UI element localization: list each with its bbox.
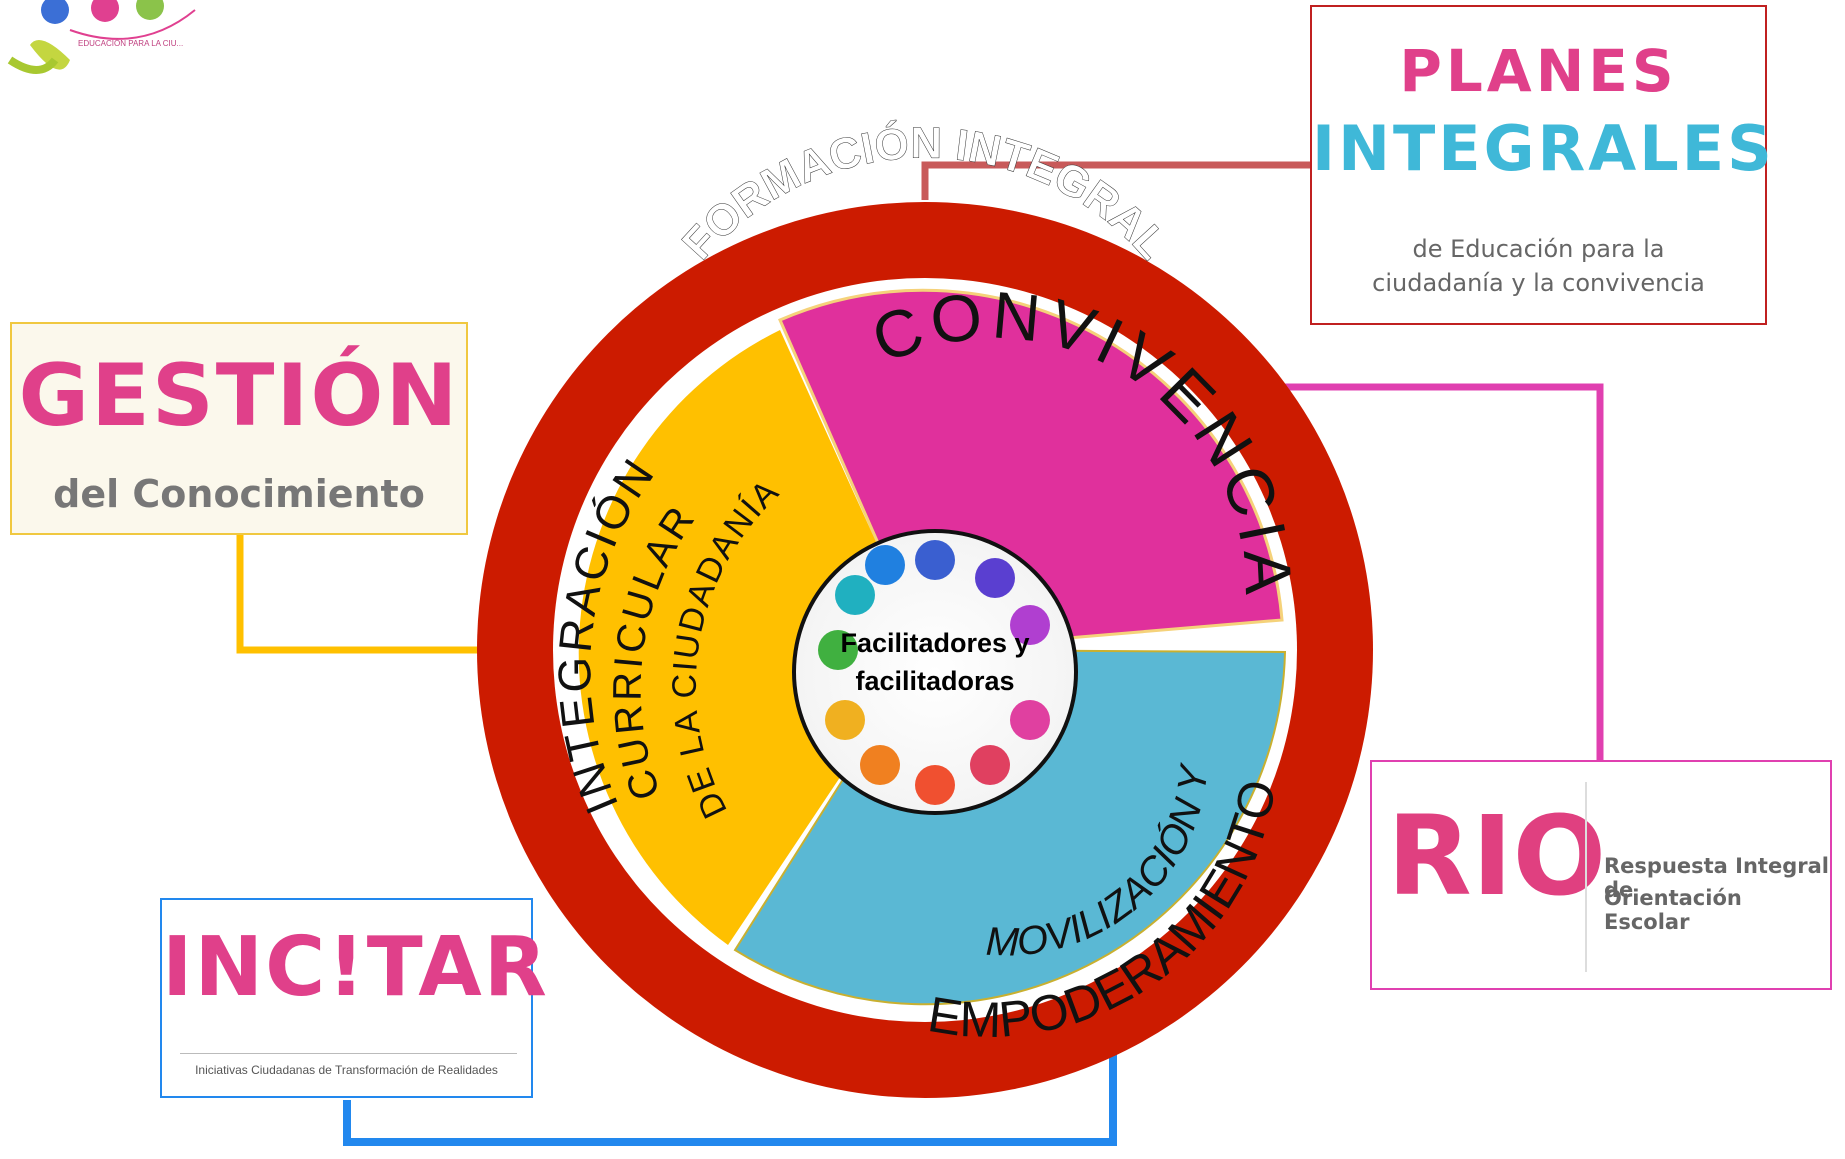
planes-title-line1: PLANES bbox=[1399, 37, 1678, 105]
people-ring-icon bbox=[818, 540, 1050, 805]
planes-connector bbox=[921, 161, 1315, 200]
segment-integracion bbox=[578, 330, 925, 945]
planes-integrales-card[interactable]: PLANES INTEGRALES de Educación para la c… bbox=[1310, 5, 1775, 325]
planes-subtitle-line2: ciudadanía y la convivencia bbox=[1372, 269, 1705, 297]
gestion-subtitle: del Conocimiento bbox=[53, 472, 425, 516]
incitar-divider bbox=[180, 1053, 517, 1054]
center-label-line2: facilitadoras bbox=[855, 666, 1014, 696]
top-logo: EDUCACIÓN PARA LA CIU... bbox=[7, 0, 196, 74]
incitar-subtitle: Iniciativas Ciudadanas de Transformación… bbox=[195, 1063, 498, 1077]
rio-divider bbox=[1585, 782, 1587, 972]
planes-subtitle-line1: de Educación para la bbox=[1412, 235, 1665, 263]
gestion-connector bbox=[236, 535, 575, 654]
center-label-line1: Facilitadores y bbox=[840, 628, 1029, 658]
planes-title-line2: INTEGRALES bbox=[1312, 112, 1775, 185]
gestion-conocimiento-card[interactable]: GESTIÓN del Conocimiento bbox=[10, 322, 468, 535]
incitar-card[interactable]: INC!TAR Iniciativas Ciudadanas de Transf… bbox=[160, 898, 549, 1098]
svg-text:EDUCACIÓN PARA LA CIU...: EDUCACIÓN PARA LA CIU... bbox=[78, 39, 183, 48]
rio-text-line1: Respuesta Integral de bbox=[1604, 854, 1829, 902]
rio-logo: RIO bbox=[1387, 792, 1607, 920]
rio-text-line2: Orientación Escolar bbox=[1604, 886, 1742, 934]
rio-card[interactable]: RIO Respuesta Integral de Orientación Es… bbox=[1370, 760, 1832, 990]
gestion-title: GESTIÓN bbox=[18, 346, 460, 446]
incitar-logo: INC!TAR bbox=[162, 920, 549, 1015]
